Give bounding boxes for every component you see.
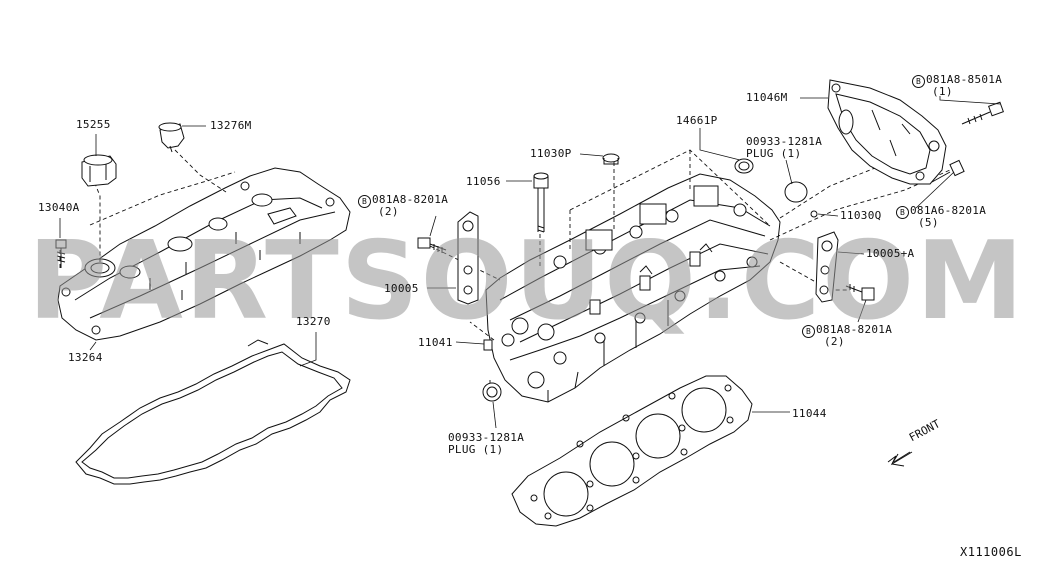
head-gasket[interactable] <box>511 375 753 527</box>
leader-lines <box>59 96 1001 429</box>
callout-13264[interactable]: 13264 <box>68 351 103 364</box>
callout-081a6-8201a-qty: (5) <box>918 216 939 229</box>
callout-10005[interactable]: 10005 <box>384 282 419 295</box>
plug-top[interactable] <box>784 181 808 203</box>
callout-11030q[interactable]: 11030Q <box>840 209 882 222</box>
bolt-b-icon: B <box>802 325 815 338</box>
callout-00933-bottom[interactable]: 00933-1281A <box>448 431 525 444</box>
rocker-cover-gasket[interactable] <box>75 339 351 485</box>
callout-00933-top[interactable]: 00933-1281A <box>746 135 823 148</box>
callout-10005-a[interactable]: 10005+A <box>866 247 915 260</box>
callout-11041[interactable]: 11041 <box>418 336 453 349</box>
plug-11030q[interactable] <box>810 210 818 218</box>
sensor-11041[interactable] <box>483 339 493 351</box>
plug-11030p[interactable] <box>602 153 620 165</box>
timing-housing[interactable] <box>827 79 947 185</box>
bolt-8501a[interactable] <box>961 101 1004 125</box>
oil-filler-cap[interactable] <box>81 154 117 187</box>
head-bolt[interactable] <box>533 172 549 233</box>
lifting-bracket-rear[interactable] <box>815 231 839 303</box>
bolt-8201a-left[interactable] <box>417 237 447 253</box>
callout-00933-top-sub: PLUG (1) <box>746 147 802 160</box>
callout-00933-bottom-sub: PLUG (1) <box>448 443 504 456</box>
callout-11046m[interactable]: 11046M <box>746 91 788 104</box>
bolt-b-icon: B <box>896 206 909 219</box>
bolt-b-icon: B <box>912 75 925 88</box>
callout-081a8-8201a-left-qty: (2) <box>378 205 399 218</box>
bolt-8201a-right-low[interactable] <box>845 284 875 301</box>
callout-13276m[interactable]: 13276M <box>210 119 252 132</box>
front-arrow-icon <box>887 451 913 467</box>
callout-13040a[interactable]: 13040A <box>38 201 80 214</box>
rocker-cover[interactable] <box>57 167 351 341</box>
lifting-bracket-front[interactable] <box>457 211 479 305</box>
callout-081a8-8501a-qty: (1) <box>932 85 953 98</box>
diagram-code: X111006L <box>960 545 1022 559</box>
callout-15255[interactable]: 15255 <box>76 118 111 131</box>
seal-ring[interactable] <box>734 158 754 174</box>
callout-14661p[interactable]: 14661P <box>676 114 718 127</box>
callout-081a8-8201a-right-qty: (2) <box>824 335 845 348</box>
bolt-b-icon: B <box>358 195 371 208</box>
callout-11030p[interactable]: 11030P <box>530 147 572 160</box>
callout-11056[interactable]: 11056 <box>466 175 501 188</box>
plug-bottom[interactable] <box>482 382 502 402</box>
callout-11044[interactable]: 11044 <box>792 407 827 420</box>
callout-13270[interactable]: 13270 <box>296 315 331 328</box>
pcv-grommet[interactable] <box>158 122 185 153</box>
cylinder-head[interactable] <box>485 173 781 403</box>
bolt-8201a-right-top[interactable] <box>931 159 965 183</box>
cover-bolt[interactable] <box>55 239 67 268</box>
